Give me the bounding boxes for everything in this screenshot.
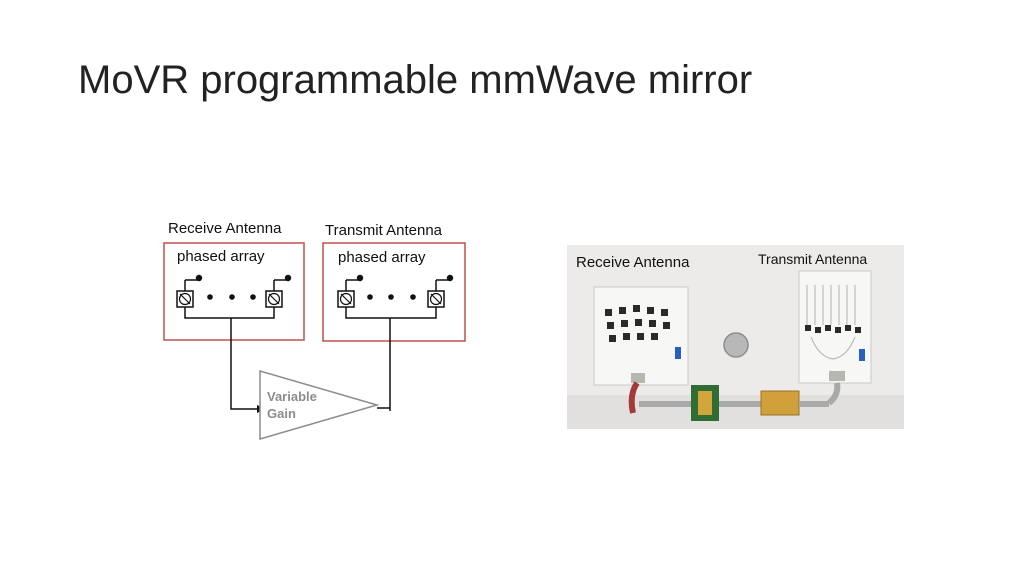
photo-receive-label: Receive Antenna xyxy=(576,254,690,271)
transmit-antenna-title: Transmit Antenna xyxy=(325,222,443,239)
rf-chain xyxy=(628,381,841,421)
transmit-combiner-line xyxy=(345,307,437,319)
slide-title: MoVR programmable mmWave mirror xyxy=(78,58,753,102)
receive-combiner-line xyxy=(184,307,275,319)
receive-antenna-title: Receive Antenna xyxy=(168,220,282,237)
receive-phased-array-label: phased array xyxy=(177,248,265,265)
amplifier-label-gain: Gain xyxy=(267,406,296,421)
receive-ellipsis-dots xyxy=(207,294,256,300)
receive-antenna-box xyxy=(163,242,305,341)
transmit-antenna-board xyxy=(798,270,872,384)
transmit-antenna-box xyxy=(322,242,466,342)
transmit-phase-shifter-right xyxy=(427,274,454,308)
variable-gain-amplifier xyxy=(259,370,380,440)
photo-transmit-label: Transmit Antenna xyxy=(758,251,867,267)
receive-antenna-board xyxy=(593,286,689,386)
receive-phase-shifter-right xyxy=(265,274,292,308)
transmit-phase-shifter-left xyxy=(337,274,364,308)
amplifier-label-variable: Variable xyxy=(267,389,317,404)
hardware-photo: Receive Antenna Transmit Antenna xyxy=(567,245,904,429)
coin-image xyxy=(723,332,749,358)
receive-phase-shifter-left xyxy=(176,274,203,308)
transmit-phased-array-label: phased array xyxy=(338,249,426,266)
transmit-ellipsis-dots xyxy=(367,294,416,300)
mirror-schematic: Receive Antenna phased array Transmit An xyxy=(155,210,485,450)
receive-to-amplifier-line xyxy=(230,318,257,410)
